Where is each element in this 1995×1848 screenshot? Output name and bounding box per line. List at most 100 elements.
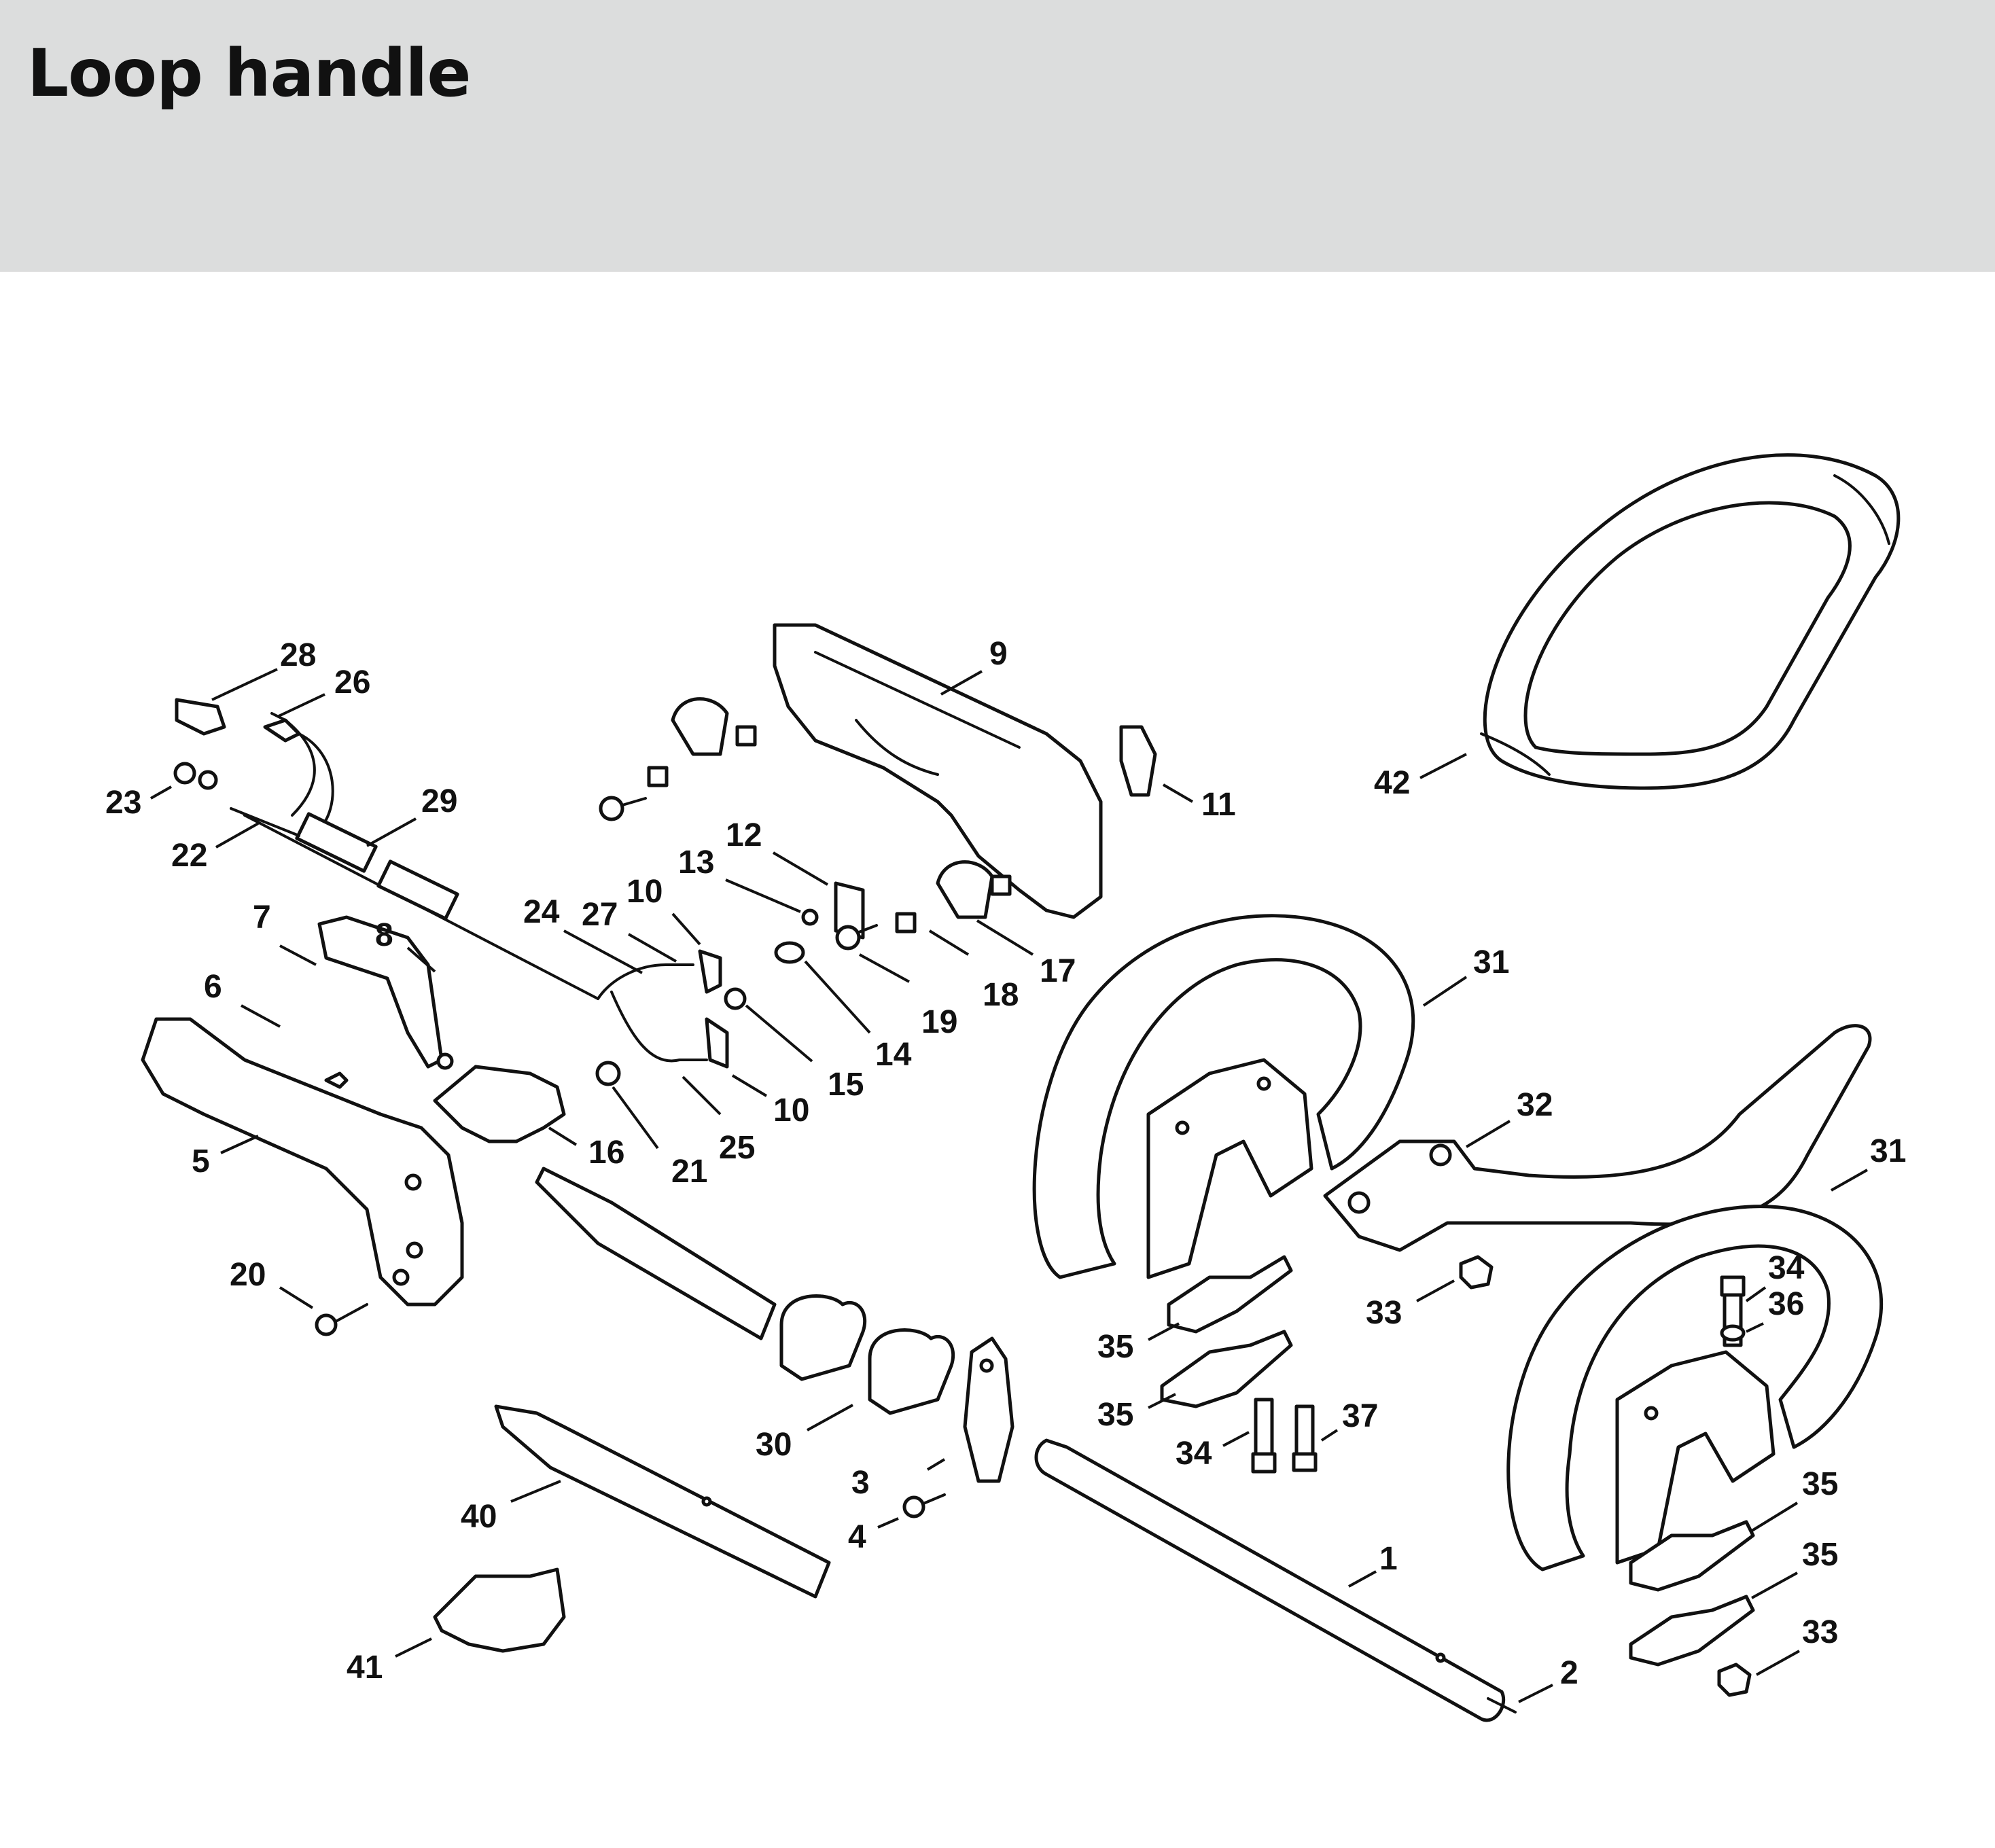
callout-24: 24: [523, 894, 643, 974]
part-clamp-17: [936, 860, 994, 919]
callout-16: 16: [548, 1126, 624, 1171]
callout-8-label: 8: [375, 917, 393, 953]
callout-23-label: 23: [105, 785, 141, 821]
part-screw-small: [801, 908, 819, 926]
callout-10a-label: 10: [626, 874, 663, 910]
callout-33a-label: 33: [1366, 1295, 1402, 1331]
callout-42: 42: [1374, 753, 1467, 801]
part-clamp-housing: [433, 1065, 566, 1143]
part-loop-grip: [1480, 453, 1901, 790]
callout-33b: 33: [1756, 1614, 1838, 1676]
part-screw-4: [902, 1493, 946, 1518]
callout-12-label: 12: [726, 817, 762, 853]
callout-6-label: 6: [204, 969, 222, 1005]
callout-34a-label: 34: [1768, 1250, 1805, 1286]
part-double-clamp-b: [868, 1328, 955, 1415]
callout-26-label: 26: [334, 664, 370, 700]
part-housing-lower: [141, 1017, 464, 1307]
part-housing-upper: [773, 623, 1103, 919]
callout-5: 5: [192, 1135, 259, 1179]
callout-7-label: 7: [253, 900, 271, 936]
part-main-tube: [1034, 1438, 1506, 1722]
callout-35a: 35: [1097, 1322, 1180, 1365]
part-nut-pair: [173, 762, 218, 790]
part-throttle-trigger: [317, 915, 444, 1069]
callout-9-label: 9: [989, 636, 1008, 672]
part-nut-33-b: [1717, 1663, 1752, 1697]
callout-22-label: 22: [171, 838, 207, 874]
part-clamp-bracket: [963, 1336, 1014, 1483]
callout-32: 32: [1465, 1087, 1553, 1148]
callout-31a-label: 31: [1473, 944, 1509, 980]
callout-36: 36: [1746, 1286, 1804, 1333]
callout-15-label: 15: [828, 1067, 864, 1103]
part-clamp-half-b: [1160, 1330, 1293, 1408]
part-loop-handle-lower: [1506, 1205, 1883, 1571]
callout-16-label: 16: [588, 1135, 624, 1171]
part-clamp-half-a: [1167, 1255, 1293, 1334]
part-screw-20: [315, 1303, 368, 1336]
part-spring: [324, 1071, 349, 1089]
callout-42-label: 42: [1374, 765, 1410, 801]
callout-10b-label: 10: [773, 1092, 809, 1129]
part-nut-33-a: [1459, 1255, 1494, 1290]
callout-2-label: 2: [1560, 1655, 1578, 1691]
part-spring-long: [230, 807, 300, 837]
callout-8: 8: [375, 917, 436, 973]
part-wire-harness: [597, 963, 708, 1063]
callout-29-label: 29: [421, 783, 457, 819]
callout-12: 12: [726, 817, 829, 886]
part-contact-spring-upper: [698, 949, 722, 994]
callout-35d-label: 35: [1802, 1537, 1838, 1573]
callout-6: 6: [204, 969, 281, 1028]
part-loop-handle-upper: [1032, 914, 1415, 1279]
callout-34a: 34: [1745, 1250, 1805, 1302]
callout-1-label: 1: [1379, 1541, 1398, 1577]
callout-17: 17: [976, 919, 1076, 989]
part-square-nut-a: [735, 725, 757, 747]
callout-37-label: 37: [1342, 1398, 1378, 1434]
callout-32-label: 32: [1517, 1087, 1553, 1123]
callout-4: 4: [848, 1517, 899, 1555]
callout-30-label: 30: [756, 1427, 792, 1463]
part-bolt: [835, 924, 878, 950]
callout-34b-label: 34: [1176, 1436, 1212, 1472]
callout-13: 13: [678, 845, 801, 913]
callout-22: 22: [171, 822, 259, 874]
callout-40-label: 40: [461, 1499, 497, 1535]
part-screw-37: [1292, 1404, 1318, 1472]
part-shaft-end: [1487, 1697, 1517, 1713]
callout-36-label: 36: [1768, 1286, 1804, 1322]
callout-21: 21: [612, 1086, 707, 1190]
callout-33a: 33: [1366, 1279, 1455, 1331]
part-throttle-cable: [243, 712, 599, 1000]
callout-31a: 31: [1422, 944, 1509, 1007]
callout-27-label: 27: [582, 897, 618, 933]
callout-3: 3: [851, 1458, 946, 1501]
part-clamp-half-c: [1629, 1520, 1755, 1592]
callout-35a-label: 35: [1097, 1329, 1133, 1365]
callout-25: 25: [682, 1076, 755, 1166]
callout-31b: 31: [1831, 1133, 1906, 1192]
callout-28-label: 28: [280, 637, 316, 673]
callout-26: 26: [277, 664, 370, 718]
callout-41: 41: [347, 1637, 432, 1686]
callout-20-label: 20: [230, 1257, 266, 1293]
part-wing-nut: [1119, 725, 1157, 797]
part-contact-spring-lower: [705, 1017, 729, 1069]
callout-9: 9: [940, 636, 1008, 696]
part-square-nut-18b: [990, 874, 1012, 896]
callout-19-label: 19: [921, 1004, 957, 1040]
callout-4-label: 4: [848, 1519, 866, 1555]
part-drive-shaft-upper: [535, 1167, 777, 1340]
part-small-pin: [436, 1052, 454, 1070]
callout-24-label: 24: [523, 894, 560, 930]
callout-18: 18: [928, 929, 1019, 1013]
callout-14-label: 14: [875, 1037, 912, 1073]
page-title: Loop handle: [27, 35, 471, 111]
callout-1: 1: [1348, 1541, 1398, 1588]
callout-35c: 35: [1748, 1466, 1838, 1533]
part-sleeve: [774, 941, 805, 964]
callout-23: 23: [105, 785, 172, 821]
callout-28: 28: [211, 637, 316, 701]
